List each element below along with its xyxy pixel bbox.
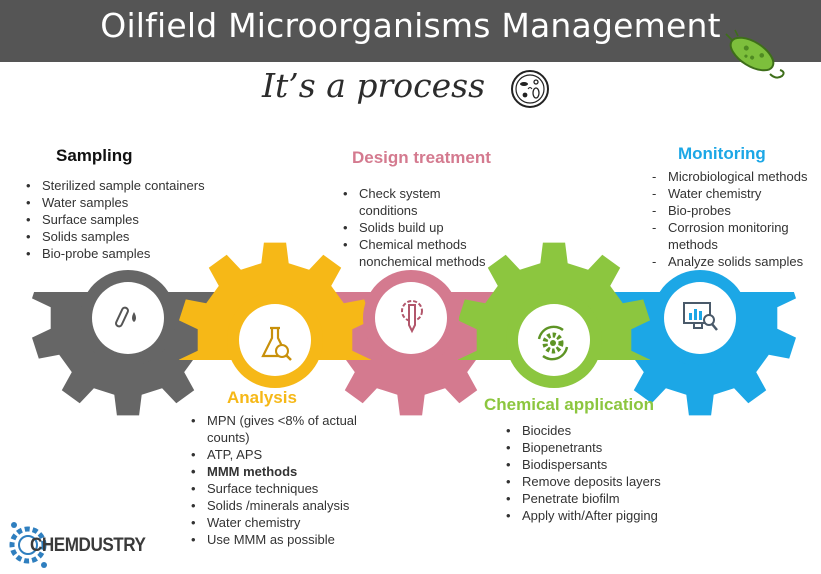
monitor-chart-icon [683, 302, 718, 331]
list-item: Biocides [504, 422, 661, 439]
petri-dish-icon [511, 70, 549, 108]
list-item: methods [668, 237, 718, 252]
subtitle: It’s a process [262, 66, 486, 105]
sampling-heading: Sampling [56, 146, 133, 165]
list-item: Use MMM as possible [189, 531, 357, 548]
monitoring-heading: Monitoring [678, 144, 766, 163]
list-item: Solids /minerals analysis [189, 497, 357, 514]
page-title: Oilfield Microorganisms Management [100, 6, 721, 45]
application-gear-center [518, 304, 590, 376]
gear-cycle-icon [537, 325, 569, 361]
list-item: MPN (gives <8% of actual [189, 412, 357, 429]
list-item: Bio-probe samples [24, 245, 205, 262]
list-item: Surface techniques [189, 480, 357, 497]
list-item: Corrosion monitoring [650, 219, 807, 236]
list-item: nonchemical methods [359, 254, 486, 269]
list-item: Chemical methods [341, 236, 485, 253]
list-item: Surface samples [24, 211, 205, 228]
list-item: Biodispersants [504, 456, 661, 473]
design-heading: Design treatment [352, 148, 491, 167]
list-item: Water samples [24, 194, 205, 211]
list-item: Microbiological methods [650, 168, 807, 185]
list-item: ATP, APS [189, 446, 357, 463]
pencil-gear-icon [401, 300, 423, 334]
list-item: counts) [207, 430, 250, 445]
list-item: Solids build up [341, 219, 485, 236]
analysis-gear-center [239, 304, 311, 376]
list-item: Apply with/After pigging [504, 507, 661, 524]
list-item: Penetrate biofilm [504, 490, 661, 507]
application-heading: Chemical application [484, 395, 655, 414]
bacterium-icon [725, 29, 785, 79]
flask-magnifier-icon [261, 326, 292, 361]
list-item: Bio-probes [650, 202, 807, 219]
analysis-heading: Analysis [227, 388, 297, 407]
list-item: Analyze solids samples [650, 253, 807, 270]
sampling-list: Sterilized sample containers Water sampl… [24, 177, 205, 262]
list-item: Solids samples [24, 228, 205, 245]
logo-text: CHEMDUSTRY [30, 535, 146, 556]
list-item: Sterilized sample containers [24, 177, 205, 194]
list-item: conditions [359, 203, 418, 218]
chemdustry-logo-icon [9, 522, 47, 568]
list-item: Biopenetrants [504, 439, 661, 456]
test-tubes-icon [109, 299, 147, 337]
list-item: MMM methods [189, 463, 357, 480]
title-banner: Oilfield Microorganisms Management [0, 0, 821, 62]
design-list: Check system conditions Solids build up … [341, 185, 485, 270]
list-item: Water chemistry [189, 514, 357, 531]
list-item: Check system [341, 185, 485, 202]
list-item: Remove deposits layers [504, 473, 661, 490]
application-list: Biocides Biopenetrants Biodispersants Re… [504, 422, 661, 524]
monitoring-list: Microbiological methods Water chemistry … [650, 168, 807, 270]
list-item: Water chemistry [650, 185, 807, 202]
analysis-list: MPN (gives <8% of actual counts) ATP, AP… [189, 412, 357, 548]
